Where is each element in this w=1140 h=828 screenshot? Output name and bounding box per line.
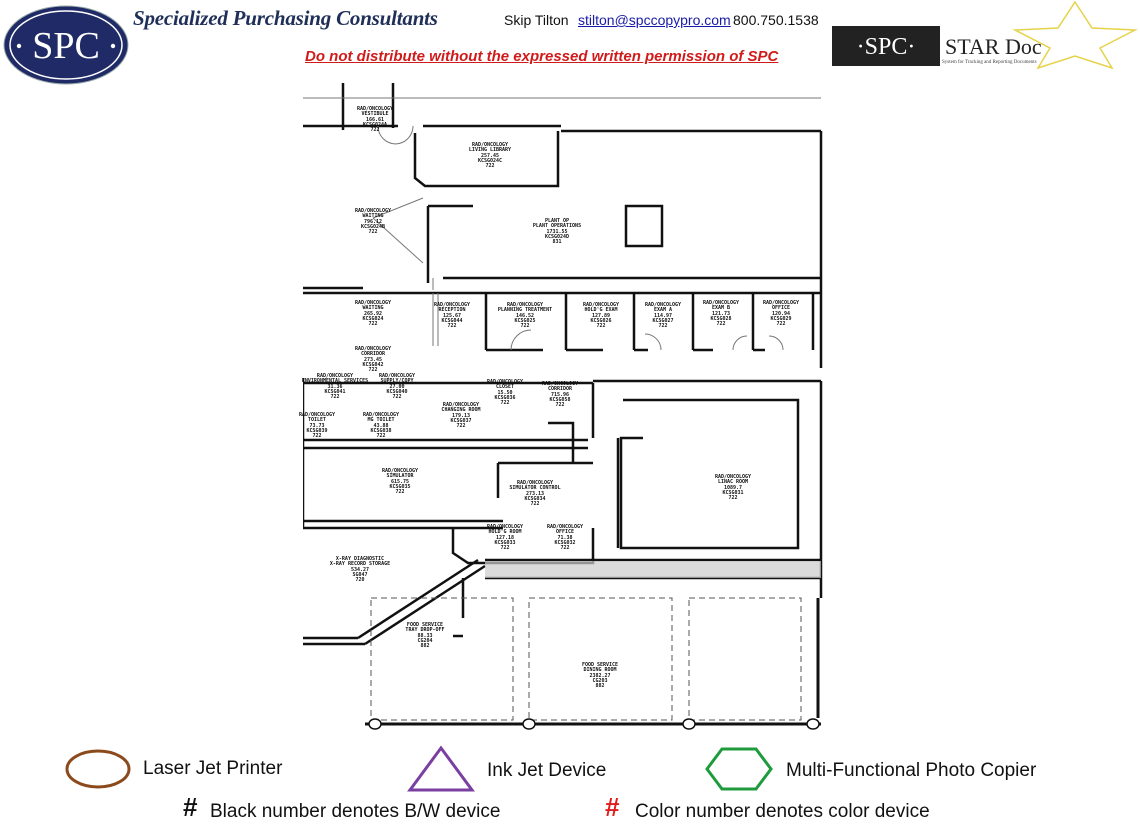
- svg-text:·SPC·: ·SPC·: [857, 34, 916, 60]
- color-hash-symbol: #: [605, 792, 620, 822]
- spc-logo: SPC: [3, 5, 129, 85]
- laser-printer-circle-icon: [65, 749, 131, 789]
- mfp-hexagon-icon: [705, 747, 773, 791]
- svg-text:SPC: SPC: [32, 25, 100, 67]
- contact-name: Skip Tilton: [504, 12, 569, 28]
- contact-email-link[interactable]: stilton@spccopypro.com: [578, 12, 731, 28]
- bw-hash-symbol: #: [183, 792, 198, 822]
- contact-phone: 800.750.1538: [733, 12, 819, 28]
- star-doc-logo: ·SPC· STAR Doc System for Tracking and R…: [832, 0, 1138, 70]
- legend-bw-note: Black number denotes B/W device: [210, 801, 501, 822]
- hatched-wall: [485, 561, 821, 578]
- legend-color-note: Color number denotes color device: [635, 801, 930, 822]
- legend-mfp-label: Multi-Functional Photo Copier: [786, 760, 1037, 781]
- ink-jet-triangle-icon: [407, 745, 475, 792]
- legend-inkjet-label: Ink Jet Device: [487, 760, 607, 781]
- distribution-warning: Do not distribute without the expressed …: [305, 48, 779, 65]
- svg-text:System for Tracking and Report: System for Tracking and Reporting Docume…: [942, 60, 1037, 65]
- legend-laser-label: Laser Jet Printer: [143, 758, 283, 779]
- floor-plan-drawing: [303, 83, 823, 730]
- svg-text:STAR Doc: STAR Doc: [945, 34, 1042, 59]
- company-name: Specialized Purchasing Consultants: [133, 6, 438, 30]
